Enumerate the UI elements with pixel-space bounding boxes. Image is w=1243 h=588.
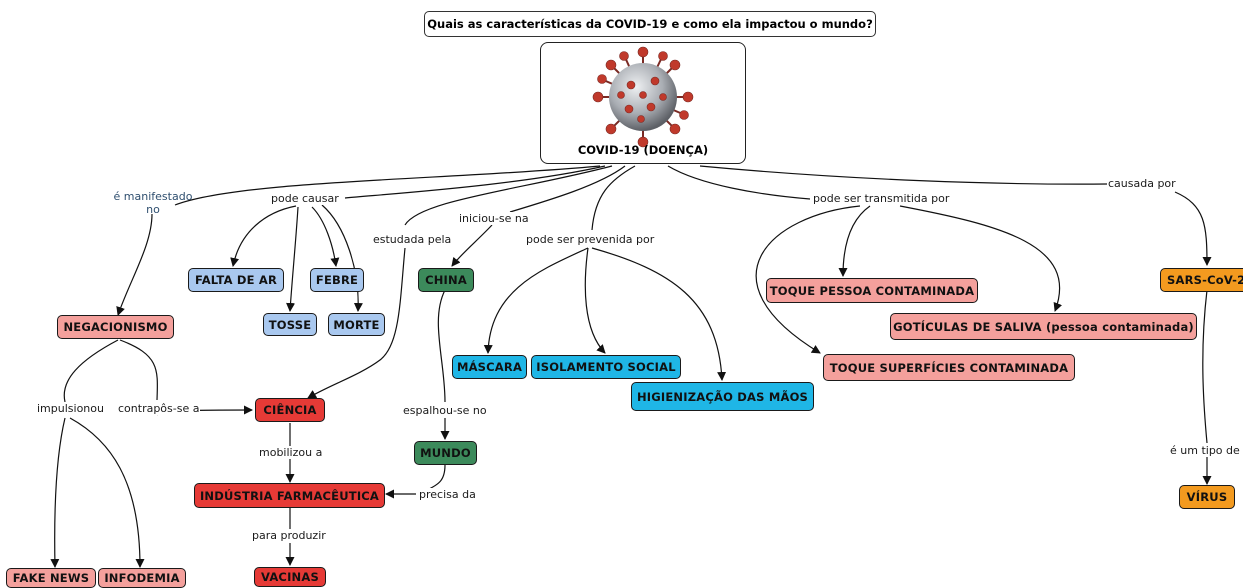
link-label-iniciou-se-na: iniciou-se na (458, 212, 530, 225)
node-higienizacao-das-maos[interactable]: HIGIENIZAÇÃO DAS MÃOS (631, 382, 814, 411)
link-label-transmitida: pode ser transmitida por (812, 192, 951, 205)
node-fake-news[interactable]: FAKE NEWS (6, 568, 96, 588)
link-label-estudada-pela: estudada pela (372, 233, 453, 246)
node-infodemia[interactable]: INFODEMIA (98, 568, 186, 588)
link-label-causada-por: causada por (1107, 177, 1177, 190)
node-tosse[interactable]: TOSSE (263, 313, 317, 336)
coronavirus-icon (592, 46, 694, 148)
node-ciencia[interactable]: CIÊNCIA (255, 398, 325, 422)
focus-question: Quais as características da COVID-19 e c… (424, 11, 876, 37)
node-falta-de-ar[interactable]: FALTA DE AR (188, 268, 284, 292)
link-label-pode-causar: pode causar (270, 192, 340, 205)
node-isolamento-social[interactable]: ISOLAMENTO SOCIAL (531, 355, 681, 379)
node-toque-superficies[interactable]: TOQUE SUPERFÍCIES CONTAMINADA (823, 354, 1075, 381)
link-label-tipo-de: é um tipo de (1169, 444, 1241, 457)
node-china[interactable]: CHINA (418, 268, 474, 292)
link-label-precisa-da: precisa da (418, 488, 477, 501)
central-concept-label: COVID-19 (DOENÇA) (577, 143, 709, 157)
node-mundo[interactable]: MUNDO (414, 441, 477, 465)
link-label-manifestado: é manifestado no (113, 190, 193, 216)
link-label-espalhou: espalhou-se no (402, 404, 488, 417)
link-label-prevenida: pode ser prevenida por (525, 233, 656, 246)
node-goticulas-de-saliva[interactable]: GOTÍCULAS DE SALIVA (pessoa contaminada) (890, 313, 1197, 340)
link-label-mobilizou: mobilizou a (258, 446, 324, 459)
node-morte[interactable]: MORTE (328, 313, 385, 336)
node-industria-farmaceutica[interactable]: INDÚSTRIA FARMACÊUTICA (194, 483, 385, 508)
node-vacinas[interactable]: VACINAS (254, 567, 326, 587)
link-label-para-produzir: para produzir (251, 529, 327, 542)
node-negacionismo[interactable]: NEGACIONISMO (57, 315, 174, 339)
node-mascara[interactable]: MÁSCARA (452, 355, 527, 379)
node-febre[interactable]: FEBRE (310, 268, 364, 292)
link-label-contrapos: contrapôs-se a (117, 402, 201, 415)
link-label-impulsionou: impulsionou (36, 402, 105, 415)
central-concept[interactable]: COVID-19 (DOENÇA) (540, 42, 746, 164)
node-virus[interactable]: VÍRUS (1179, 485, 1235, 509)
node-sars-cov-2[interactable]: SARS-CoV-2 (1160, 268, 1243, 292)
node-toque-pessoa[interactable]: TOQUE PESSOA CONTAMINADA (766, 278, 978, 303)
